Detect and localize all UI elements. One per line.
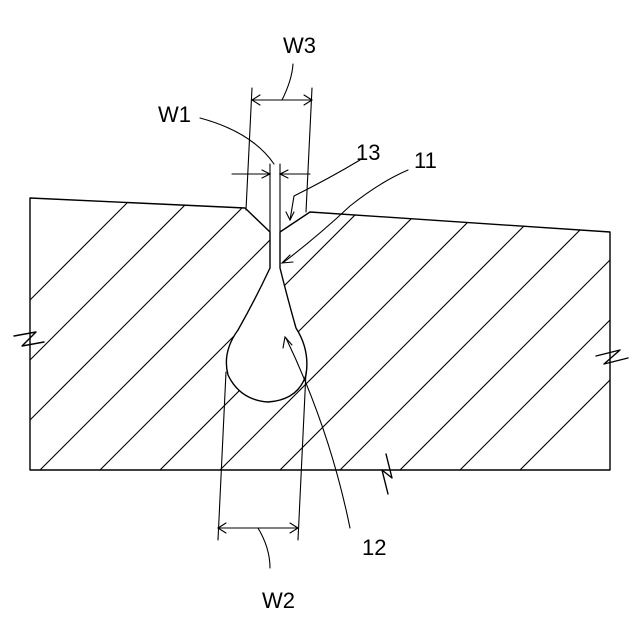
- label-w1: W1: [158, 102, 191, 127]
- label-12: 12: [362, 535, 386, 560]
- label-w3: W3: [283, 33, 316, 58]
- section-hatching: [0, 190, 640, 470]
- bottom-break-mark: [382, 454, 392, 494]
- left-break-mark: [14, 332, 44, 346]
- right-break-mark: [596, 350, 628, 364]
- body-outline: [30, 198, 610, 470]
- leader-12-arrow: [283, 337, 292, 348]
- label-11: 11: [414, 148, 437, 173]
- label-13: 13: [356, 140, 380, 165]
- leader-13: [290, 160, 360, 220]
- leader-11: [284, 170, 408, 262]
- w1-dimension: [200, 118, 310, 232]
- label-w2: W2: [262, 588, 295, 613]
- leader-12: [286, 338, 350, 528]
- leader-13-arrow: [286, 212, 294, 220]
- w3-dimension: [246, 64, 312, 212]
